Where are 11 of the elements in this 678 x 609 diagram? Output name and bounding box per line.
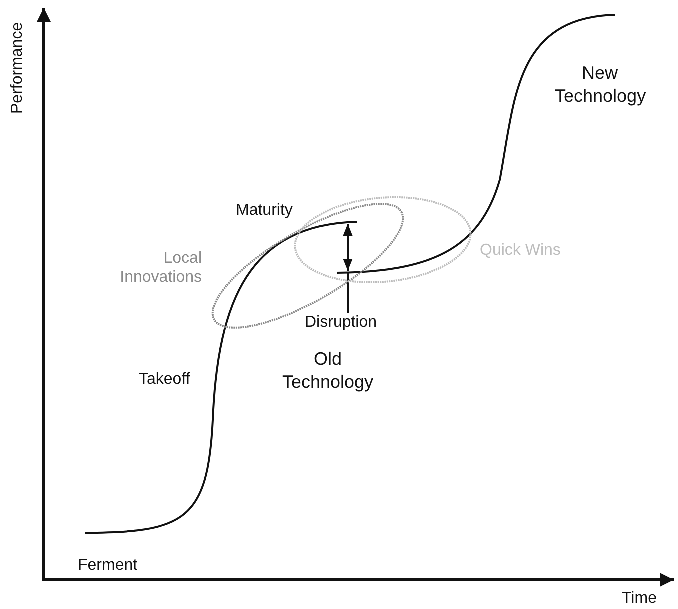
ellipse-label: Local Innovations: [119, 249, 202, 287]
curve-label: New Technology: [555, 62, 645, 108]
curve-label: Ferment: [78, 556, 138, 575]
curve-label: Old Technology: [281, 348, 375, 394]
leader-line: [347, 272, 349, 313]
ellipse-label: Quick Wins: [480, 241, 562, 260]
axis-title: Time: [622, 589, 657, 608]
curve-label: Takeoff: [139, 370, 190, 389]
axis-title: Performance: [8, 22, 27, 114]
curve-label: Maturity: [236, 201, 293, 220]
curve-label: Disruption: [305, 314, 378, 331]
